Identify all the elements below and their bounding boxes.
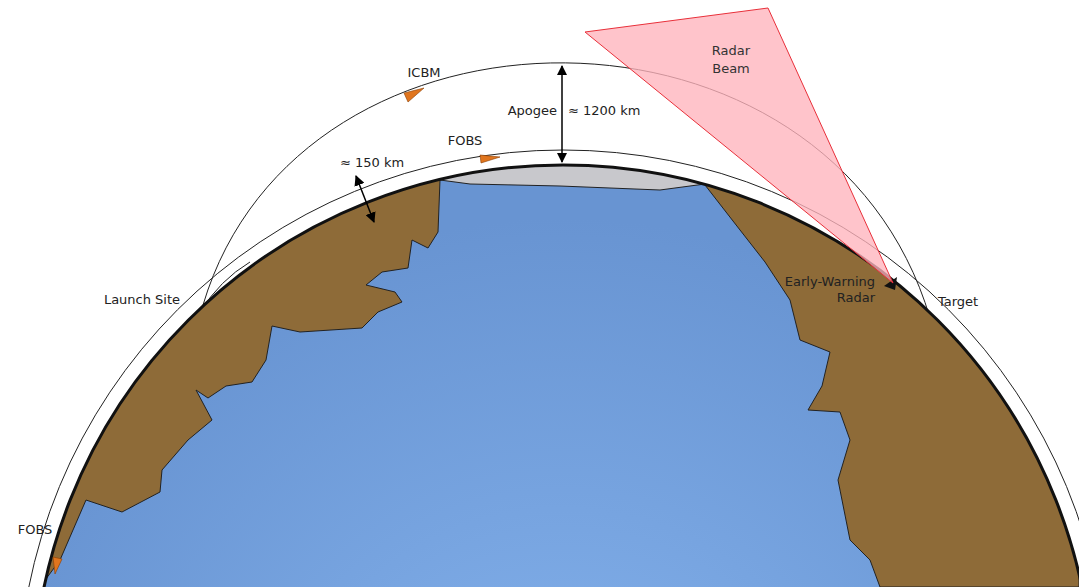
dimension-name: Apogee xyxy=(508,103,557,119)
trajectory-name: FOBS xyxy=(448,133,483,149)
icbm-direction-arrow xyxy=(404,88,424,102)
beam-label: Radar Beam xyxy=(700,42,762,77)
fobs-direction-arrow xyxy=(53,557,62,574)
trajectory-name: FOBS xyxy=(18,522,53,538)
site-name: Launch Site xyxy=(104,292,180,308)
earth-outline xyxy=(33,165,1079,587)
site-name: Early-Warning Radar xyxy=(763,274,875,305)
ice-cap xyxy=(440,150,705,190)
altitude-dimension xyxy=(356,176,374,222)
dimension-value: ≈ 150 km xyxy=(340,155,404,171)
beam-outline xyxy=(585,8,893,283)
dimension-value: ≈ 1200 km xyxy=(568,103,640,119)
site-name: Target xyxy=(938,294,978,310)
trajectory-name: ICBM xyxy=(407,65,440,81)
apogee-dimension xyxy=(561,66,563,162)
fobs-direction-arrow xyxy=(480,155,500,163)
radar-beam: Radar Beam xyxy=(580,4,898,288)
left-continent xyxy=(0,0,440,587)
